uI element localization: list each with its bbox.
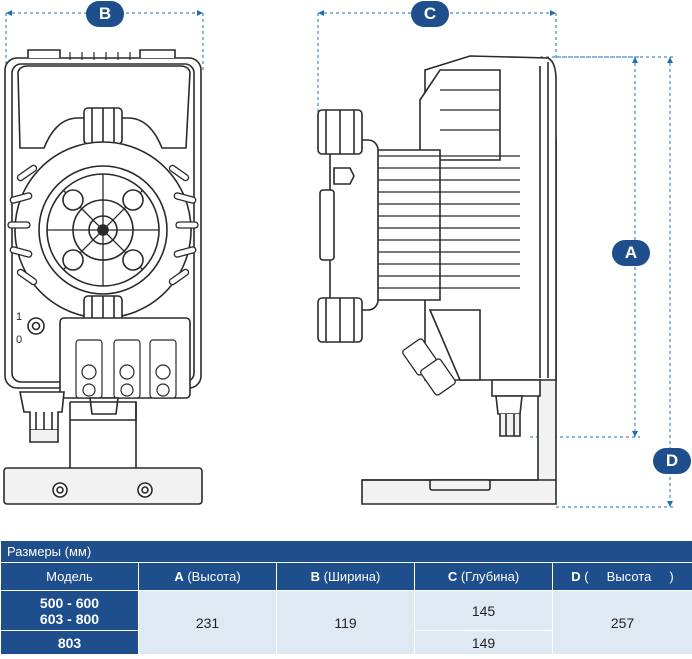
pump-side-view <box>317 55 557 505</box>
dimension-badge-c: C <box>411 1 449 27</box>
dimension-badge-b: B <box>86 1 124 27</box>
value-c: 149 <box>414 630 553 655</box>
header-a: A (Высота) <box>138 562 277 591</box>
model-line-2: 603 - 800 <box>39 610 100 627</box>
pump-front-view <box>3 49 203 505</box>
value-b: 119 <box>276 590 415 655</box>
table-header-row: Модель A (Высота) B (Ширина) C (Глубина)… <box>0 562 692 591</box>
header-a-text: (Высота) <box>183 569 241 584</box>
value-c: 145 <box>414 590 553 631</box>
header-c: C (Глубина) <box>414 562 553 591</box>
table-title: Размеры (мм) <box>0 540 692 563</box>
dimension-badge-a: A <box>612 240 650 266</box>
dimension-arrowheads <box>6 10 673 507</box>
header-c-text: (Глубина) <box>457 569 520 584</box>
header-b-letter: B <box>310 569 321 584</box>
header-d-letter: D <box>571 569 581 584</box>
header-b-text: (Ширина) <box>320 569 381 584</box>
table-row: 803 149 <box>0 630 692 655</box>
model-cell: 500 - 600 603 - 800 <box>0 590 139 631</box>
dimensions-table: Размеры (мм) Модель A (Высота) B (Ширина… <box>0 540 692 655</box>
model-cell: 803 <box>0 630 139 655</box>
pump-dimension-drawing: 1 0 <box>3 10 675 508</box>
power-switch-mark-1: 1 <box>16 311 22 323</box>
header-model: Модель <box>0 562 139 591</box>
power-switch-mark-0: 0 <box>16 334 22 346</box>
header-d: D ( Высота ) <box>552 562 692 591</box>
header-d-text: ( Высота ) <box>580 569 674 584</box>
header-c-letter: C <box>447 569 458 584</box>
header-a-letter: A <box>174 569 184 584</box>
value-a: 231 <box>138 590 277 655</box>
value-d: 257 <box>552 590 692 655</box>
header-b: B (Ширина) <box>276 562 415 591</box>
table-row: 500 - 600 603 - 800 231 119 145 257 <box>0 590 692 655</box>
table-title-row: Размеры (мм) <box>0 540 692 563</box>
dimension-lines <box>5 12 675 508</box>
dimension-badge-d: D <box>653 448 691 474</box>
model-line-1: 500 - 600 <box>39 594 100 611</box>
